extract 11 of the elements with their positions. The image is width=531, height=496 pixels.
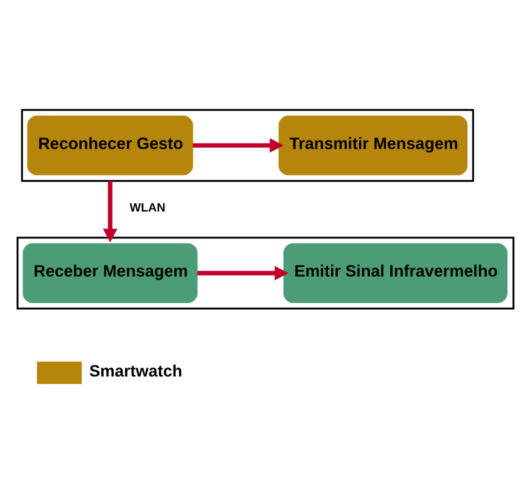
cluster (21, 108, 474, 182)
legend-label: Smartwatch (89, 362, 182, 380)
edge-label: WLAN (130, 200, 166, 214)
node-box: Transmitir Mensagem (278, 115, 468, 175)
arrow (102, 180, 118, 242)
arrow (192, 138, 284, 152)
arrow (197, 265, 288, 280)
cluster (16, 236, 514, 310)
node-box: Emitir Sinal Infravermelho (283, 242, 508, 303)
node-box: Reconhecer Gesto (27, 115, 194, 175)
node-box: Receber Mensagem (22, 242, 198, 303)
